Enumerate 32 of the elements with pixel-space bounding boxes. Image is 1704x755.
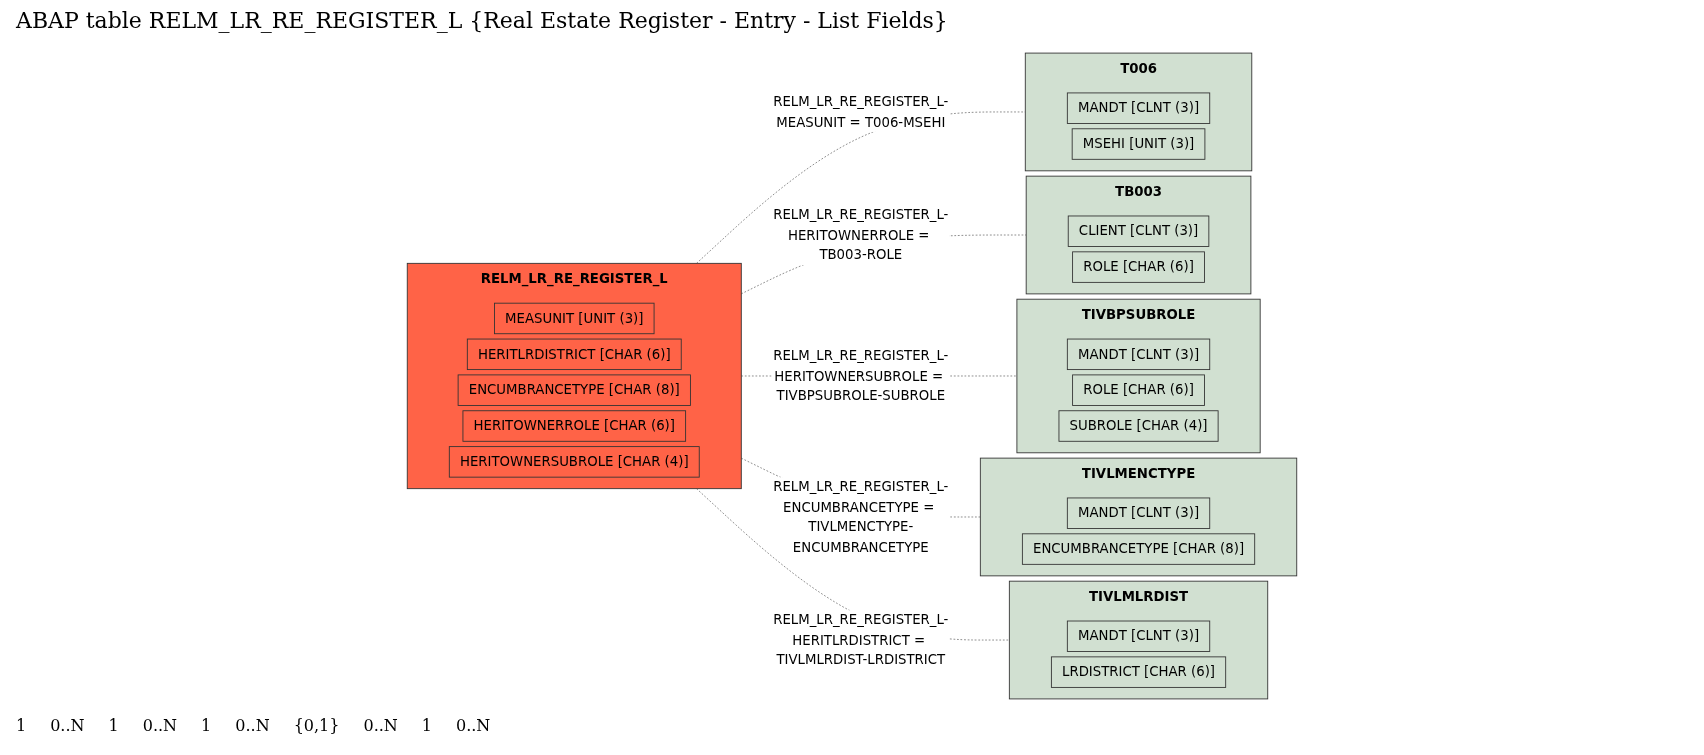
node-box: HERITOWNERSUBROLE [CHAR (4)] [448,446,700,478]
node-box: CLIENT [CLNT (3)] [1067,215,1210,247]
cardinality-label: 0..N [50,716,85,735]
node-box: LRDISTRICT [CHAR (6)] [1050,656,1227,688]
edge-label: RELM_LR_RE_REGISTER_L-HERITOWNERROLE = TB003-ROLE [773,206,949,263]
edge-label: RELM_LR_RE_REGISTER_L-ENCUMBRANCETYPE = TIVLMENCTYPE-ENCUMBRANCETYPE [773,478,949,555]
diagram-title: ABAP table RELM_LR_RE_REGISTER_L {Real Estate Register - Entry - List Fields} [16,8,948,33]
cardinality-label: 1 [201,716,212,735]
cardinality-label: {0,1} [293,716,340,735]
cardinality-label: 0..N [235,716,270,735]
cardinality-label: 0..N [142,716,178,735]
node-box: ROLE [CHAR (6)] [1072,251,1205,283]
edge-label: RELM_LR_RE_REGISTER_L-MEASUNIT = T006-MSEHI [773,93,949,130]
edge-label: RELM_LR_RE_REGISTER_L-HERITOWNERSUBROLE = TIVBPSUBROLE-SUBROLE [773,347,949,404]
node-box: ROLE [CHAR (6)] [1072,374,1205,406]
node-box: MSEHI [UNIT (3)] [1071,128,1206,160]
node-box: MANDT [CLNT (3)] [1066,92,1211,124]
node-box: ENCUMBRANCETYPE [CHAR (8)] [1021,533,1256,565]
node-box: SUBROLE [CHAR (4)] [1058,410,1219,442]
node-box: MANDT [CLNT (3)] [1066,497,1211,529]
cardinality-label: 1 [108,716,119,735]
node-box: MANDT [CLNT (3)] [1066,338,1211,371]
node-box: HERITOWNERROLE [CHAR (6)] [462,410,687,442]
cardinality-label: 1 [16,716,27,735]
node-box: MANDT [CLNT (3)] [1066,620,1211,652]
node-box: MEASUNIT [UNIT (3)] [494,302,655,335]
cardinality-label: 0..N [456,716,491,735]
node-box: ENCUMBRANCETYPE [CHAR (8)] [457,374,691,406]
edge-label: RELM_LR_RE_REGISTER_L-HERITLRDISTRICT = TIVLMLRDIST-LRDISTRICT [773,611,949,668]
cardinality-label: 0..N [363,716,398,735]
cardinality-label: 1 [421,716,432,735]
node-box: HERITLRDISTRICT [CHAR (6)] [466,338,682,371]
